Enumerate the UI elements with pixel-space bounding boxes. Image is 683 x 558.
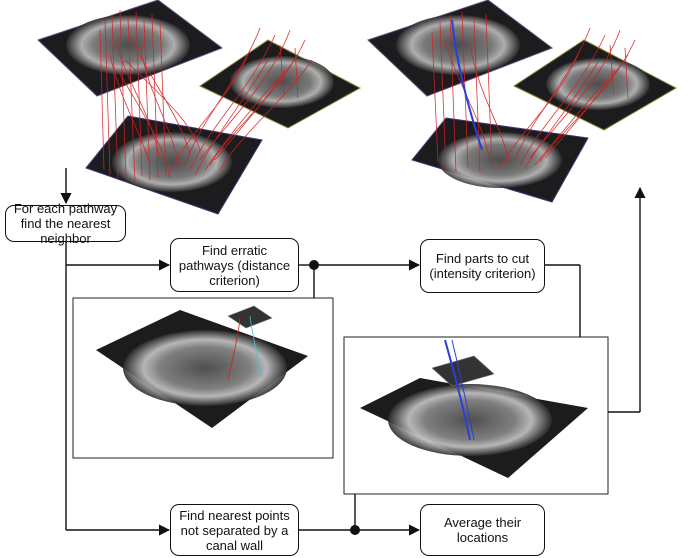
inset-left: [72, 297, 334, 459]
inset-left-pathway-red: [227, 317, 241, 381]
left-slice-stack: [37, 0, 362, 215]
inset-right: [343, 336, 609, 495]
node-nearest-neighbor: For each pathway find the nearest neighb…: [5, 201, 126, 246]
left-slice-right-tissue: [230, 56, 334, 108]
inset-right-mini-slice: [431, 355, 495, 387]
left-pathways: [99, 9, 313, 183]
right-pathways: [431, 11, 636, 173]
inset-left-pathway-cyan: [249, 315, 263, 379]
right-slice-top-tissue: [396, 15, 520, 75]
inset-left-tissue: [123, 330, 287, 406]
junction-dot-bottom: [350, 525, 360, 535]
right-slice-stack: [367, 0, 678, 203]
inset-right-pathway-blue-2: [451, 339, 475, 441]
node-erratic-pathways: Find erratic pathways (distance criterio…: [170, 238, 299, 292]
connectors: [60, 168, 646, 536]
right-blue-pathway: [451, 19, 483, 151]
node-parts-to-cut: Find parts to cut (intensity criterion): [420, 239, 545, 293]
node-average-locations: Average their locations: [420, 504, 545, 556]
node-nearest-points: Find nearest points not separated by a c…: [170, 504, 299, 556]
junction-dot-top: [309, 260, 319, 270]
right-slice-right-tissue: [546, 58, 650, 110]
left-slice-top-tissue: [66, 15, 190, 75]
inset-right-pathway-blue: [444, 339, 471, 441]
